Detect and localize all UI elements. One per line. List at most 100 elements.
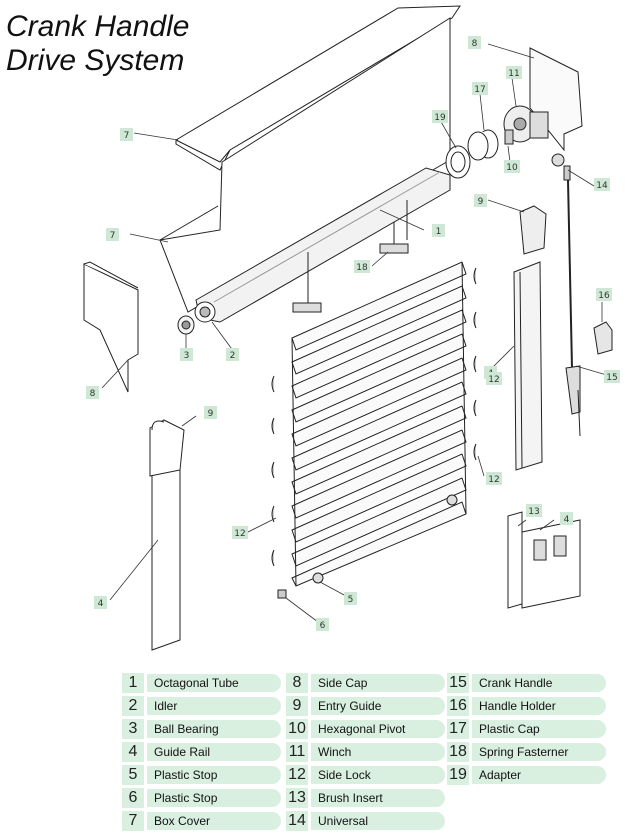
callout-15: 15	[604, 370, 620, 383]
svg-text:4: 4	[98, 599, 104, 609]
side-cap-right	[529, 47, 583, 152]
callout-9: 9	[204, 406, 217, 419]
legend-number: 12	[286, 765, 308, 785]
callout-9: 9	[474, 194, 487, 207]
svg-text:17: 17	[474, 85, 485, 95]
legend-label: Winch	[311, 743, 445, 761]
svg-text:16: 16	[598, 291, 610, 301]
svg-text:10: 10	[506, 163, 518, 173]
svg-text:1: 1	[436, 227, 442, 237]
callout-17: 17	[472, 82, 488, 95]
svg-text:8: 8	[90, 389, 96, 399]
legend-number: 1	[122, 673, 144, 693]
legend-label: Universal	[311, 812, 445, 830]
legend-label: Brush Insert	[311, 789, 445, 807]
exploded-diagram: 12344456778899101112121213141516171819	[83, 5, 620, 651]
side-cap-left	[83, 261, 139, 393]
callout-12: 12	[486, 372, 502, 385]
diagram-title: Crank Handle Drive System	[6, 10, 189, 78]
callout-4: 4	[94, 596, 107, 609]
adapter	[445, 145, 471, 179]
legend-label: Entry Guide	[311, 697, 445, 715]
box-cover-top	[175, 5, 461, 171]
svg-text:2: 2	[230, 351, 236, 361]
callout-18: 18	[354, 260, 370, 273]
callout-13: 13	[526, 504, 542, 517]
callout-19: 19	[432, 110, 448, 123]
legend-label: Handle Holder	[472, 697, 606, 715]
universal	[551, 153, 571, 181]
svg-text:12: 12	[488, 375, 499, 385]
legend-number: 2	[122, 696, 144, 716]
octagonal-tube	[194, 167, 451, 323]
callout-1: 1	[432, 224, 445, 237]
legend-label: Ball Bearing	[147, 720, 281, 738]
legend-label: Guide Rail	[147, 743, 281, 761]
legend-number: 16	[447, 696, 469, 716]
callout-12: 12	[232, 526, 248, 539]
guide-rail-right	[513, 205, 547, 471]
legend-label: Plastic Stop	[147, 766, 281, 784]
callout-11: 11	[506, 66, 522, 79]
callout-8: 8	[86, 386, 99, 399]
ball-bearing	[177, 315, 195, 335]
svg-text:7: 7	[124, 131, 130, 141]
callout-3: 3	[180, 348, 193, 361]
legend-number: 7	[122, 811, 144, 831]
plastic-stop-small	[277, 589, 287, 599]
callout-labels: 12344456778899101112121213141516171819	[86, 36, 620, 631]
plastic-stops	[312, 494, 458, 584]
plastic-cap	[467, 129, 499, 161]
legend-number: 18	[447, 742, 469, 762]
legend-label: Spring Fasterner	[472, 743, 606, 761]
legend-label: Octagonal Tube	[147, 674, 281, 692]
svg-text:13: 13	[528, 507, 539, 517]
legend-number: 14	[286, 811, 308, 831]
legend-number: 10	[286, 719, 308, 739]
svg-text:12: 12	[488, 475, 499, 485]
handle-holder	[593, 321, 613, 355]
callout-14: 14	[594, 178, 610, 191]
side-locks-right	[473, 267, 477, 461]
svg-text:19: 19	[434, 113, 446, 123]
legend-label: Idler	[147, 697, 281, 715]
callout-16: 16	[596, 288, 612, 301]
legend-label: Box Cover	[147, 812, 281, 830]
legend-label: Side Lock	[311, 766, 445, 784]
callout-8: 8	[468, 36, 481, 49]
svg-text:14: 14	[596, 181, 608, 191]
callout-5: 5	[344, 592, 357, 605]
title-line-2: Drive System	[6, 44, 185, 77]
callout-7: 7	[120, 128, 133, 141]
legend-number: 5	[122, 765, 144, 785]
svg-text:9: 9	[208, 409, 214, 419]
legend-label: Plastic Stop	[147, 789, 281, 807]
svg-text:7: 7	[110, 231, 116, 241]
spring-fasteners	[292, 200, 409, 313]
legend-number: 6	[122, 788, 144, 808]
legend-label: Hexagonal Pivot	[311, 720, 445, 738]
guide-rail-section	[507, 511, 581, 609]
callout-6: 6	[316, 618, 329, 631]
legend-label: Side Cap	[311, 674, 445, 692]
callout-4: 4	[560, 512, 573, 525]
callout-10: 10	[504, 160, 520, 173]
legend-label: Adapter	[472, 766, 606, 784]
svg-text:12: 12	[234, 529, 245, 539]
hexagonal-pivot	[504, 129, 514, 145]
legend-number: 3	[122, 719, 144, 739]
svg-text:4: 4	[564, 515, 570, 525]
svg-text:18: 18	[356, 263, 368, 273]
title-line-1: Crank Handle	[6, 10, 190, 43]
legend-number: 8	[286, 673, 308, 693]
legend-number: 9	[286, 696, 308, 716]
legend-number: 19	[447, 765, 469, 785]
legend-label: Plastic Cap	[472, 720, 606, 738]
legend-number: 4	[122, 742, 144, 762]
legend-number: 13	[286, 788, 308, 808]
shutter-slats	[291, 261, 467, 587]
callout-2: 2	[226, 348, 239, 361]
box-cover-back	[159, 17, 451, 313]
legend-number: 17	[447, 719, 469, 739]
